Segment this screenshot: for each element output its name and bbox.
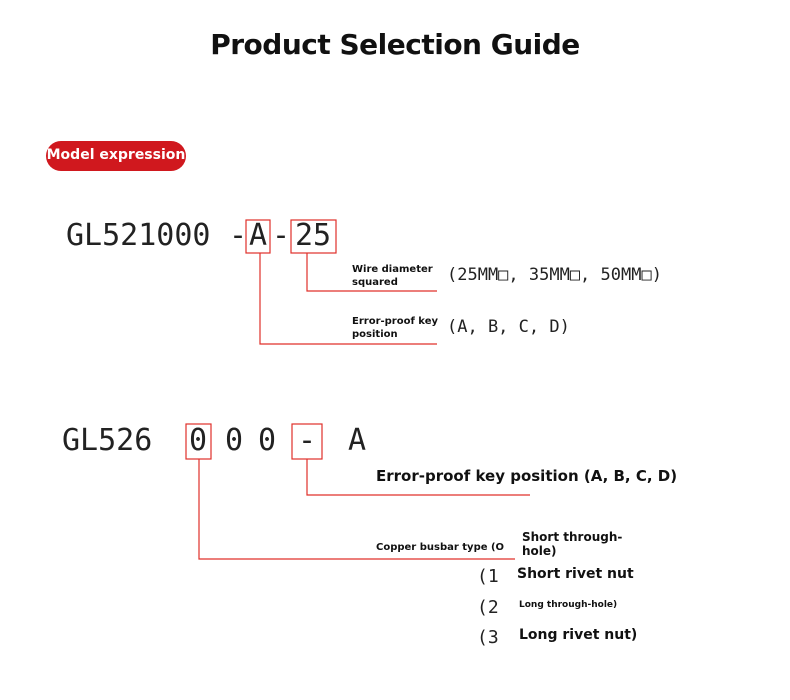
box-code-a — [245, 219, 271, 254]
model2-digit1: 0 — [189, 423, 208, 458]
connector-busbar — [198, 459, 515, 560]
model2-prefix: GL526 — [62, 423, 153, 458]
connector-key-position-2 — [306, 459, 530, 496]
connector-wire-diameter — [306, 253, 437, 292]
model-expression-badge: Model expression — [46, 141, 186, 171]
key-position-label: Error-proof key position — [352, 316, 438, 340]
model2-suffix: A — [348, 423, 367, 458]
option-2-number: (2 — [477, 597, 499, 618]
model1-dash2: - — [272, 218, 291, 253]
key-position-label-2: Error-proof key position (A, B, C, D) — [376, 467, 678, 485]
option-3-number: (3 — [477, 627, 499, 648]
option-3-label: Long rivet nut) — [519, 627, 638, 643]
option-0-label: Short through- hole) — [522, 530, 623, 558]
page-title: Product Selection Guide — [210, 28, 580, 61]
option-1-number: (1 — [477, 566, 499, 587]
key-position-options: (A, B, C, D) — [447, 317, 570, 337]
option-2-label: Long through-hole) — [519, 600, 618, 610]
wire-diameter-label: Wire diameter squared — [352, 264, 433, 288]
model2-digit3: 0 — [258, 423, 277, 458]
model1-prefix: GL521000 — [66, 218, 211, 253]
model2-digit2: 0 — [225, 423, 244, 458]
model1-code-a: A — [249, 218, 268, 253]
connector-key-position — [259, 253, 437, 345]
model1-code-25: 25 — [295, 218, 332, 253]
busbar-type-label: Copper busbar type (O — [376, 542, 505, 553]
option-1-label: Short rivet nut — [517, 566, 634, 582]
model2-dash: - — [298, 423, 317, 458]
box-code-25 — [290, 219, 337, 254]
wire-diameter-options: (25MM□, 35MM□, 50MM□) — [447, 265, 662, 285]
model1-dash1: - — [229, 218, 248, 253]
